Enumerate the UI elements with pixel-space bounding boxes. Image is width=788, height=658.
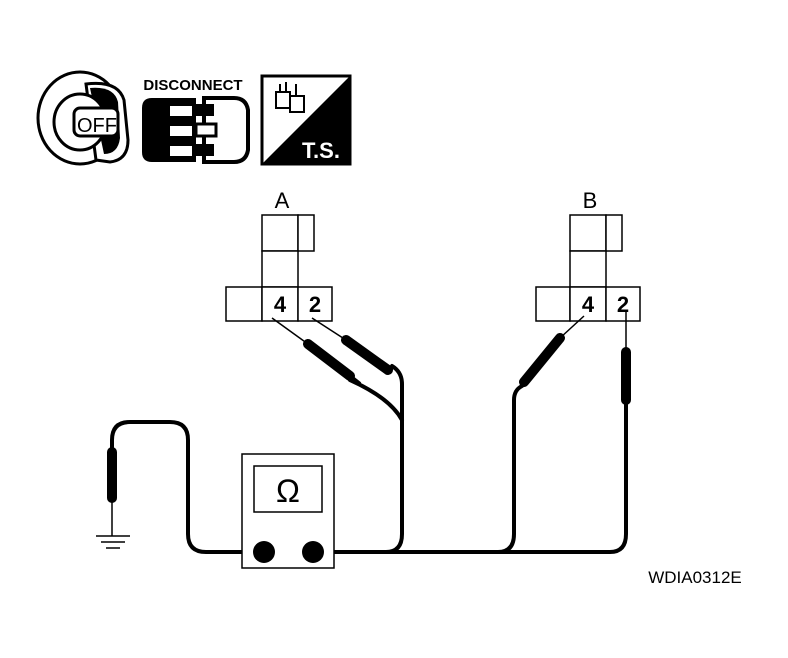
ohmmeter-icon: Ω [241, 453, 335, 569]
meter-terminal-left [253, 541, 275, 563]
ignition-key-icon: OFF [36, 70, 130, 166]
connector-b: B 4 2 [535, 188, 641, 322]
probe-a-pin-4 [271, 317, 362, 386]
connector-b-pin-4: 4 [582, 292, 595, 317]
meter-ohm-symbol: Ω [276, 473, 300, 509]
test-lead-wires [110, 364, 628, 554]
probe-a-pin-2 [311, 317, 393, 375]
connector-a-pin-2: 2 [309, 292, 321, 317]
probe-b-pin-4 [519, 315, 585, 387]
ground-icon [96, 535, 130, 549]
connector-a: A 4 2 [225, 188, 333, 322]
disconnect-label: DISCONNECT [143, 77, 242, 94]
connector-a-label: A [275, 188, 290, 213]
ts-label: T.S. [302, 138, 340, 163]
meter-terminal-right [302, 541, 324, 563]
terminal-side-icon: T.S. [260, 74, 352, 166]
connector-b-pin-2: 2 [617, 292, 629, 317]
ignition-off-label: OFF [77, 115, 117, 137]
connector-b-label: B [583, 188, 598, 213]
disconnected-connector-icon: DISCONNECT [142, 77, 250, 164]
figure-id: WDIA0312E [648, 568, 742, 587]
connector-a-pin-4: 4 [274, 292, 287, 317]
